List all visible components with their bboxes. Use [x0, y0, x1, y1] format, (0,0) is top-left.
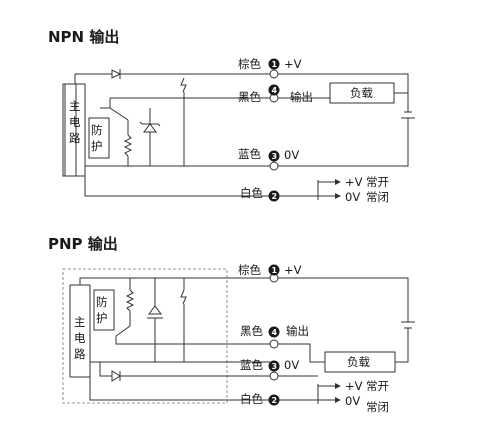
npn-protection-box	[88, 117, 110, 159]
pnp-n1: 1	[272, 266, 278, 275]
pnp-protection-box	[93, 289, 115, 331]
npn-blue-label: 蓝色	[238, 147, 261, 161]
pnp-nc-label: 常闭	[366, 400, 389, 414]
npn-main-circuit-box	[64, 83, 86, 177]
npn-battery-icon	[401, 111, 415, 119]
pnp-main-char-3: 路	[74, 347, 86, 361]
pnp-n4: 4	[272, 328, 278, 337]
pnp-load-label: 负载	[347, 355, 370, 369]
npn-nc-v: 0V	[345, 190, 360, 204]
npn-n1: 1	[272, 60, 278, 69]
npn-n2: 2	[272, 192, 278, 201]
npn-n4: 4	[272, 86, 278, 95]
pnp-diagram: PNP 输出 主 电 路 防 护 棕色 1	[48, 235, 415, 414]
npn-plus-v: +V	[284, 57, 302, 71]
pnp-terminal-black	[269, 339, 279, 349]
npn-protection-char-1: 防	[91, 123, 103, 137]
npn-zero-v: 0V	[284, 148, 299, 162]
npn-output: 输出	[290, 90, 313, 104]
npn-black-label: 黑色	[238, 90, 261, 104]
npn-main-char-2: 电	[69, 115, 81, 129]
npn-title: NPN 输出	[48, 28, 119, 46]
npn-terminal-blue	[269, 161, 279, 171]
npn-brown-label: 棕色	[238, 57, 261, 71]
pnp-white-label: 白色	[240, 392, 263, 406]
pnp-main-char-1: 主	[74, 315, 86, 329]
pnp-terminal-blue	[269, 371, 279, 381]
pnp-protection-char-2: 护	[96, 311, 108, 325]
pnp-n3: 3	[272, 362, 278, 371]
pnp-lightning-icon	[180, 289, 187, 305]
npn-diode-icon	[111, 69, 122, 79]
npn-no-label: 常开	[366, 175, 389, 189]
npn-zener-icon	[143, 123, 157, 133]
pnp-no-v: +V	[345, 379, 363, 393]
pnp-zero-v: 0V	[284, 358, 299, 372]
npn-load-label: 负载	[350, 86, 373, 100]
npn-terminal-brown	[269, 69, 279, 79]
npn-diagram: NPN 输出 主 电 路 防 护	[48, 28, 415, 204]
npn-main-char-3: 路	[69, 131, 81, 145]
pnp-black-label: 黑色	[240, 324, 263, 338]
npn-lightning-icon	[180, 77, 187, 93]
pnp-n2: 2	[272, 396, 278, 405]
npn-protection-char-2: 护	[91, 139, 103, 153]
pnp-title: PNP 输出	[48, 235, 118, 253]
pnp-main-char-2: 电	[74, 331, 86, 345]
npn-nc-label: 常闭	[366, 190, 389, 204]
pnp-brown-label: 棕色	[238, 263, 261, 277]
pnp-protection-char-1: 防	[96, 295, 108, 309]
pnp-sensor-outline	[62, 268, 228, 404]
npn-resistor-icon	[123, 134, 133, 157]
pnp-blue-label: 蓝色	[240, 358, 263, 372]
pnp-output: 输出	[286, 324, 309, 338]
npn-white-label: 白色	[240, 186, 263, 200]
pnp-diode-icon	[111, 370, 121, 382]
pnp-zener-icon	[148, 305, 162, 315]
npn-n3: 3	[272, 152, 278, 161]
pnp-battery-icon	[401, 321, 415, 329]
pnp-plus-v: +V	[284, 263, 302, 277]
npn-main-char-1: 主	[69, 99, 81, 113]
pnp-resistor-icon	[125, 289, 135, 312]
pnp-nc-v: 0V	[345, 394, 360, 408]
pnp-no-label: 常开	[366, 379, 389, 393]
npn-no-v: +V	[345, 175, 363, 189]
